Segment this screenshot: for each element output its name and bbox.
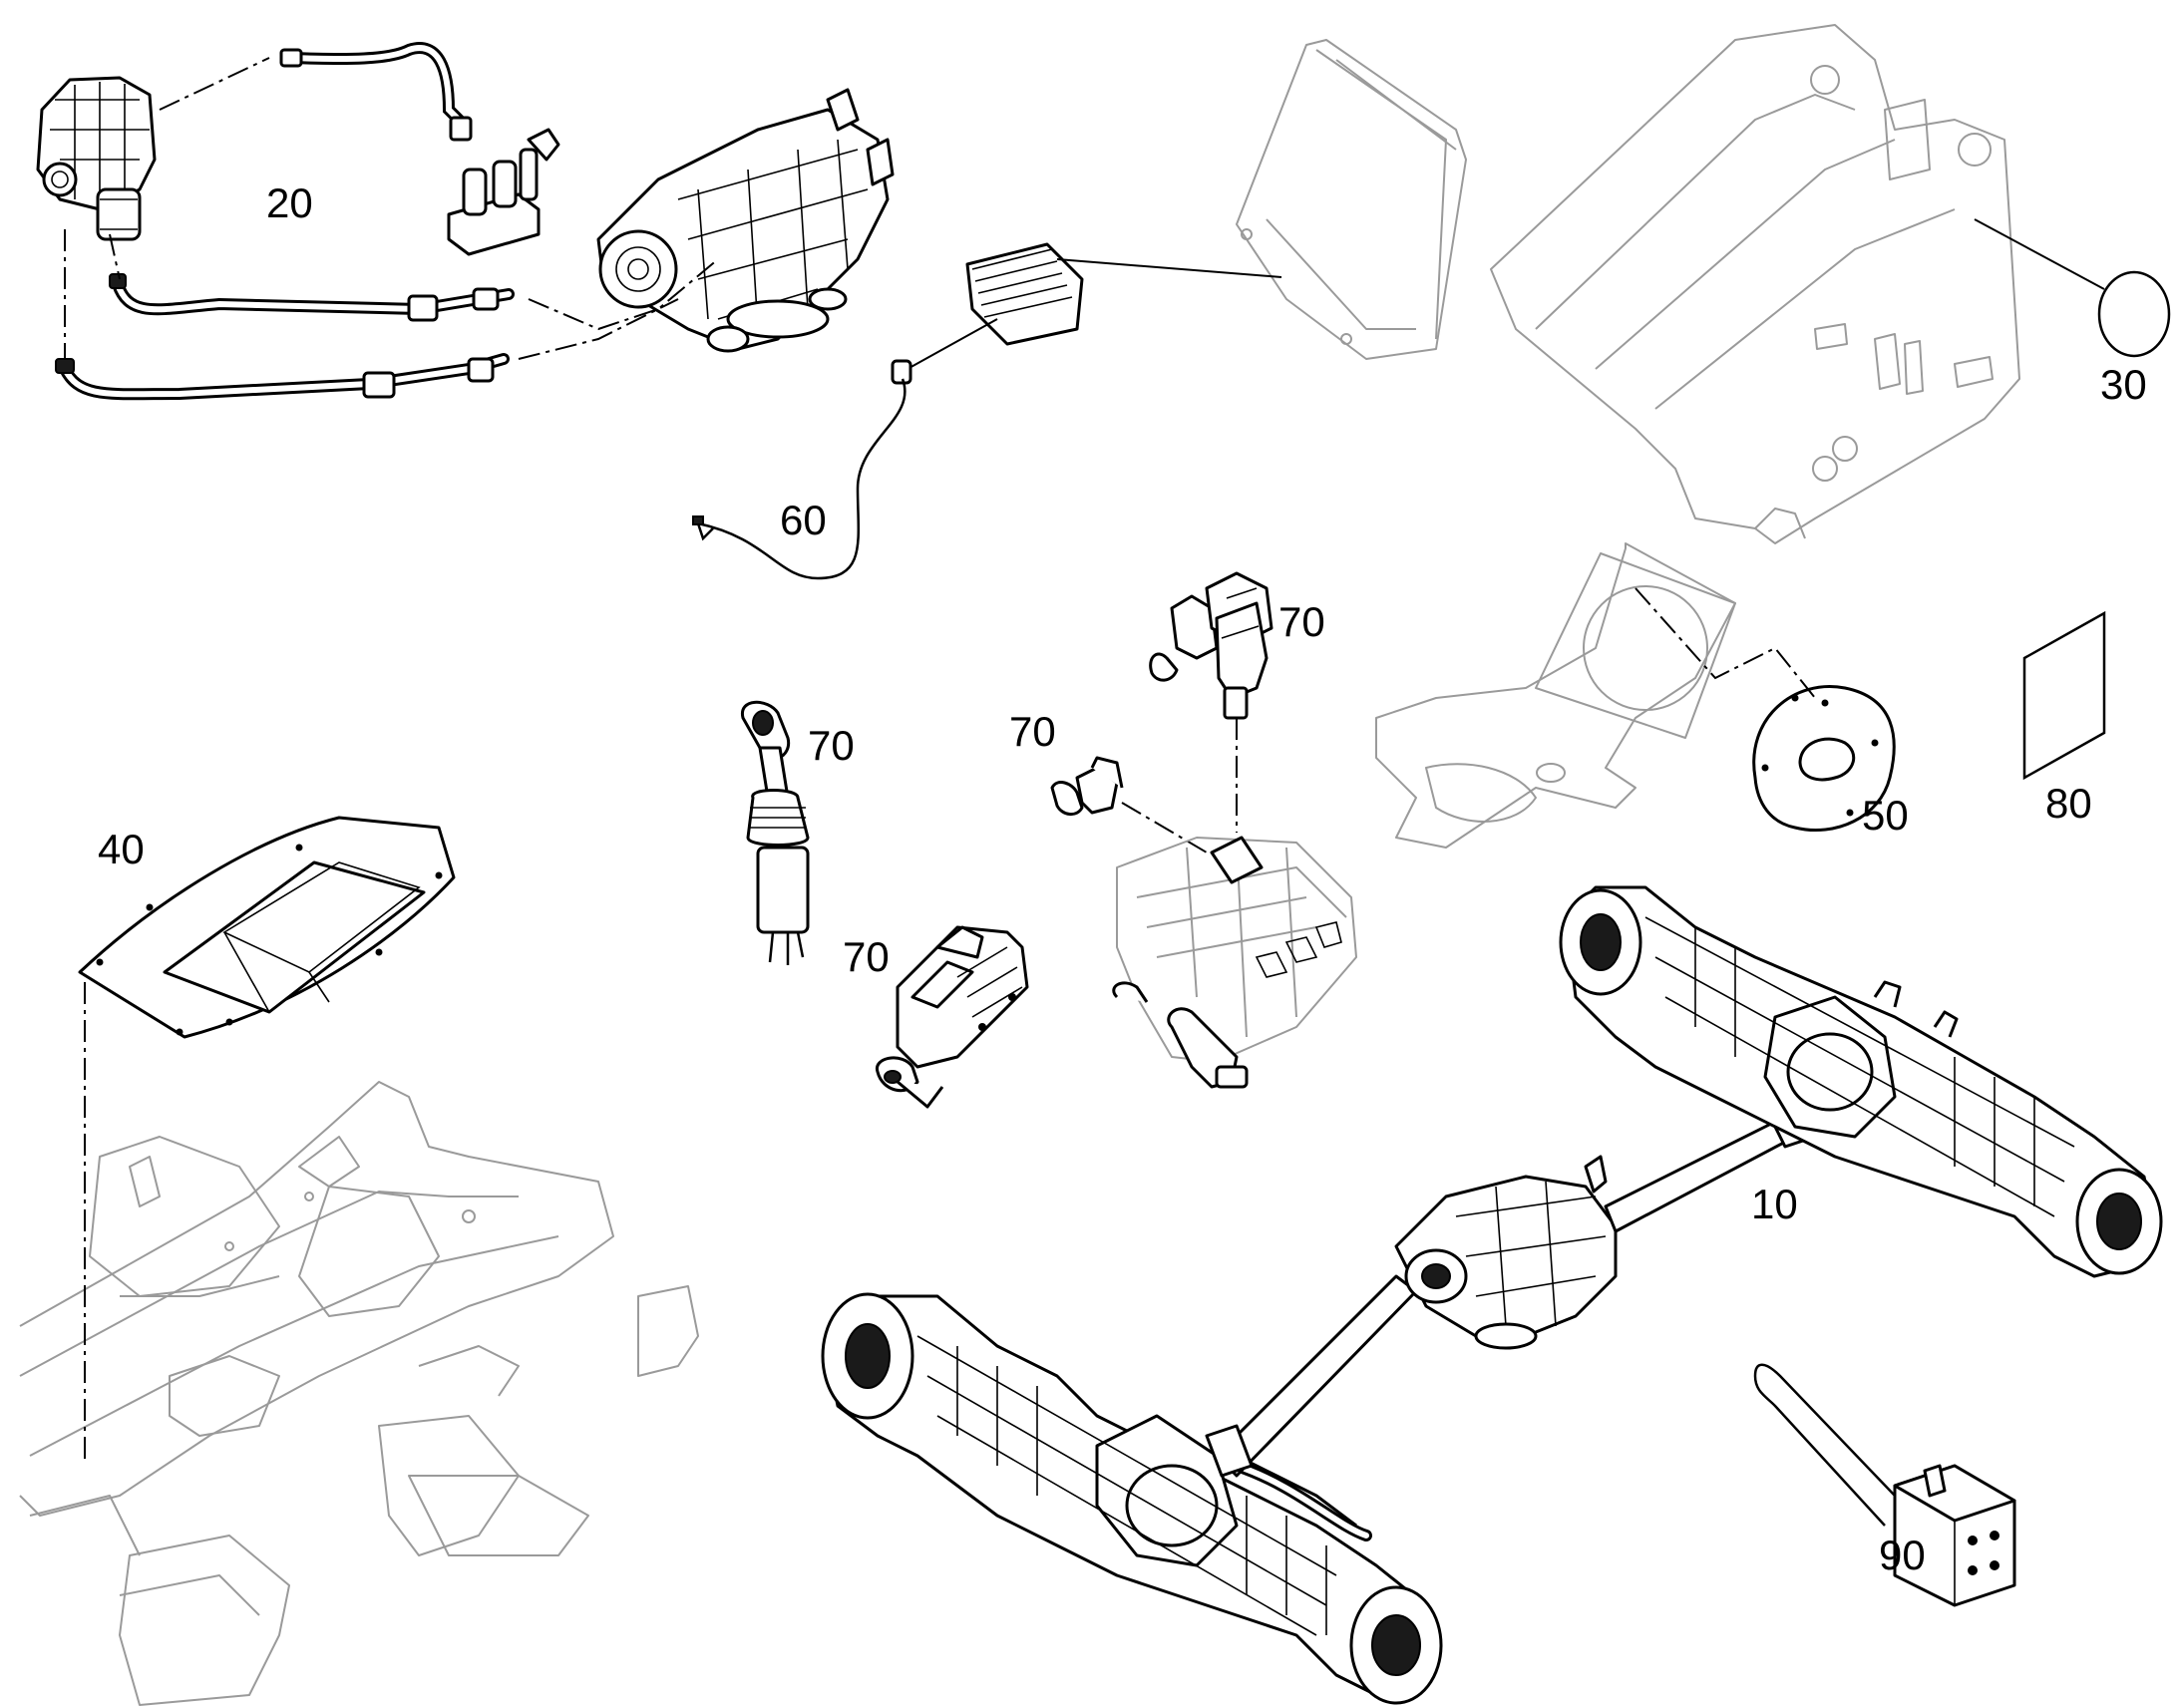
callout-50: 50 — [1862, 792, 1909, 839]
elbow-fitting — [1050, 756, 1208, 854]
rear-axle — [1559, 885, 2163, 1278]
solenoid-valve-block — [447, 128, 560, 256]
joystick-lever — [741, 700, 810, 965]
chassis-ghost — [19, 1081, 699, 1706]
callout-10: 10 — [1751, 1181, 1798, 1227]
transmission-housing — [596, 88, 895, 353]
pump-hose-lower — [55, 353, 510, 401]
solenoid-valve-top — [1149, 571, 1273, 833]
callout-labels: 10 20 30 40 50 60 70 70 70 70 80 90 — [98, 179, 2147, 1578]
pump-hose-upper — [279, 42, 473, 142]
gasket-plate — [1635, 587, 1896, 833]
instruction-sheet — [2022, 610, 2106, 781]
callout-90: 90 — [1879, 1532, 1926, 1578]
callout-60: 60 — [780, 497, 827, 543]
callout-70-joystick: 70 — [808, 722, 855, 769]
pump-hose-middle — [109, 273, 515, 322]
callout-70-pilot: 70 — [843, 933, 890, 980]
floor-cover-plate — [78, 816, 456, 1461]
wiring-harness — [692, 318, 998, 580]
u-bolt-box-accessory — [1753, 1363, 2016, 1607]
front-drive-shaft — [1205, 1274, 1418, 1478]
center-transfer-case — [1394, 1155, 1618, 1350]
callout-40: 40 — [98, 826, 145, 872]
ecu-cover-ghost — [1236, 39, 1467, 360]
front-axle — [821, 1292, 1443, 1705]
main-control-valve-block — [1112, 836, 1357, 1089]
item-20-leader-lines — [64, 57, 719, 360]
callout-80: 80 — [2045, 780, 2092, 827]
floor-plate-ghost — [1375, 542, 1736, 849]
callout-70-top: 70 — [1278, 598, 1325, 645]
ecu-module — [965, 242, 1282, 346]
o-ring — [1974, 218, 2171, 358]
loader-arm-frame-ghost — [1490, 24, 2020, 544]
callout-70-elbow: 70 — [1009, 708, 1056, 755]
callout-20: 20 — [266, 179, 313, 226]
callout-30: 30 — [2100, 361, 2147, 408]
pilot-valve — [876, 925, 1029, 1109]
hydraulic-pump-assembly — [36, 76, 157, 241]
